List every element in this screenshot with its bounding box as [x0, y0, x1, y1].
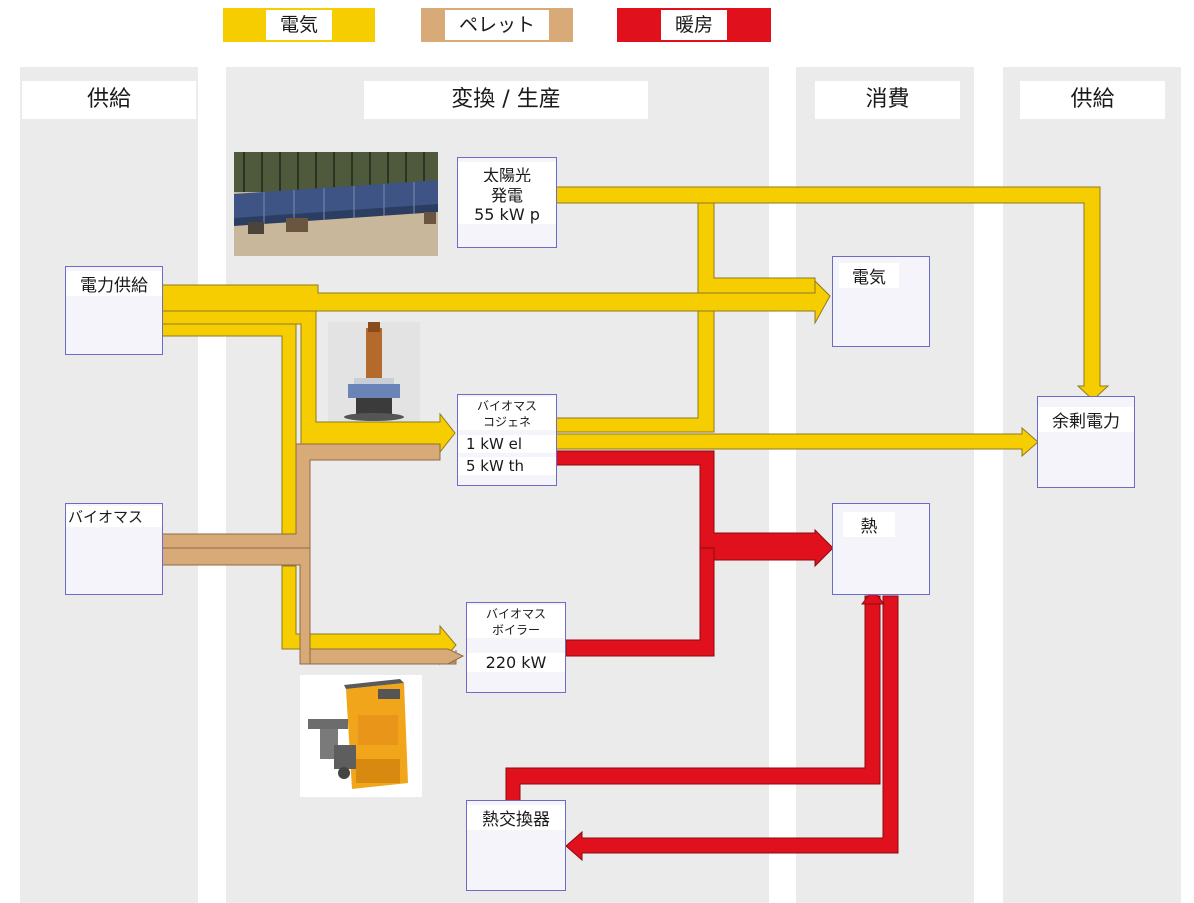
- node-biomass-chp-line2: コジェネ: [458, 413, 556, 430]
- node-biomass-supply: バイオマス: [65, 503, 163, 595]
- node-grid-supply: 電力供給: [65, 266, 163, 355]
- column-header-consumption: 消費: [815, 81, 960, 119]
- node-heat-exchanger: 熱交換器: [466, 800, 566, 891]
- node-biomass-chp-line1: バイオマス: [458, 397, 556, 414]
- flow-exchanger-return: [565, 595, 899, 862]
- legend-heating: 暖房: [617, 8, 771, 42]
- node-grid-supply-label: 電力供給: [66, 271, 162, 296]
- flow-chp-to-surplus: [555, 426, 1039, 458]
- legend-pellet: ペレット: [421, 8, 573, 42]
- node-biomass-boiler: バイオマス ボイラー 220 kW: [466, 602, 566, 693]
- node-solar-pv-line2: 発電: [458, 182, 556, 206]
- flow-pv-to-electricity: [697, 202, 816, 294]
- node-biomass-chp-thermal: 5 kW th: [458, 457, 556, 475]
- node-biomass-boiler-capacity: 220 kW: [467, 653, 565, 672]
- column-header-supply-left: 供給: [22, 81, 196, 119]
- node-electricity-consumption: 電気: [832, 256, 930, 347]
- flow-biomass-to-chp: [161, 443, 441, 549]
- node-heat-exchanger-label: 熱交換器: [467, 805, 565, 830]
- solar-panel-photo: [234, 152, 438, 256]
- flow-chp-to-heat: [555, 450, 834, 568]
- legend-electricity: 電気: [223, 8, 375, 42]
- column-supply-left: [20, 67, 198, 903]
- flow-boiler-to-heat: [565, 547, 715, 657]
- flow-grid-to-electricity: [161, 279, 831, 325]
- node-solar-pv-capacity: 55 kW p: [458, 205, 556, 224]
- node-biomass-chp: バイオマス コジェネ 1 kW el 5 kW th: [457, 394, 557, 486]
- node-biomass-supply-label: バイオマス: [66, 506, 162, 527]
- pellet-boiler-photo: [300, 675, 422, 797]
- node-heat-consumption-label: 熱: [843, 512, 895, 537]
- node-surplus-electricity-label: 余剰電力: [1038, 407, 1134, 432]
- legend-pellet-label: ペレット: [444, 10, 549, 40]
- column-header-supply-right: 供給: [1020, 81, 1165, 119]
- node-electricity-consumption-label: 電気: [839, 263, 899, 288]
- legend-heating-label: 暖房: [660, 10, 727, 40]
- column-header-conversion: 変換 / 生産: [364, 81, 648, 119]
- node-biomass-boiler-line1: バイオマス: [467, 605, 565, 622]
- legend-electricity-label: 電気: [265, 10, 332, 40]
- flow-pv-to-surplus: [555, 186, 1110, 401]
- node-solar-pv: 太陽光 発電 55 kW p: [457, 157, 557, 248]
- flow-heat-return-head: [860, 589, 886, 605]
- node-biomass-chp-electric: 1 kW el: [458, 435, 556, 453]
- flow-grid-to-boiler: [161, 323, 297, 535]
- node-heat-consumption: 熱: [832, 503, 930, 595]
- node-surplus-electricity: 余剰電力: [1037, 396, 1135, 488]
- chp-unit-photo: [328, 322, 420, 422]
- flow-biomass-to-boiler-head: [309, 648, 465, 665]
- flow-chp-to-electricity: [555, 310, 715, 433]
- node-biomass-boiler-line2: ボイラー: [467, 621, 565, 638]
